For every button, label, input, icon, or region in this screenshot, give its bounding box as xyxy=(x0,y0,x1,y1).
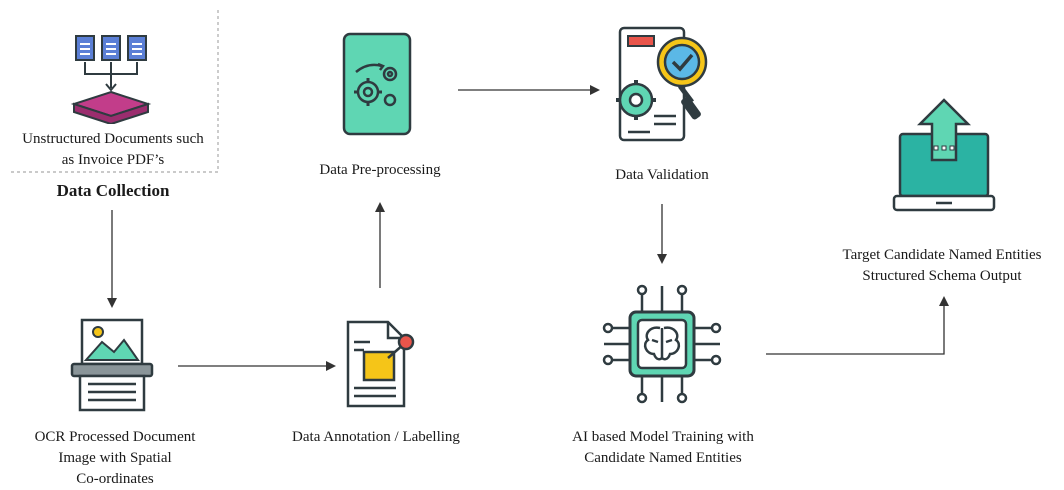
gear-document-icon xyxy=(342,32,412,136)
collection-caption-line-2: as Invoice PDF’s xyxy=(61,152,165,168)
magnifier-check-icon xyxy=(616,26,708,142)
training-caption-line-1: AI based Model Training with xyxy=(572,429,754,445)
arrow-training-to-output xyxy=(766,296,949,355)
scanner-image-icon xyxy=(70,318,154,412)
ocr-caption-line-3: Co-ordinates xyxy=(76,471,154,487)
preprocessing-caption: Data Pre-processing xyxy=(290,160,470,181)
ocr-caption-line-1: OCR Processed Document xyxy=(34,429,196,445)
collection-title: Data Collection xyxy=(56,181,170,200)
ocr-caption-line-2: Image with Spatial xyxy=(58,450,172,466)
collection-caption: Unstructured Documents such as Invoice P… xyxy=(10,129,216,171)
training-caption: AI based Model Training with Candidate N… xyxy=(548,427,778,469)
collection-caption-line-1: Unstructured Documents such xyxy=(22,131,204,147)
annotation-caption: Data Annotation / Labelling xyxy=(258,427,494,448)
ocr-caption: OCR Processed Document Image with Spatia… xyxy=(10,427,220,490)
annotation-caption-line-1: Data Annotation / Labelling xyxy=(292,429,460,445)
output-caption: Target Candidate Named Entities Structur… xyxy=(820,245,1064,287)
output-caption-line-1: Target Candidate Named Entities xyxy=(842,247,1042,263)
preprocessing-caption-line-1: Data Pre-processing xyxy=(319,162,441,178)
training-caption-line-2: Candidate Named Entities xyxy=(584,450,742,466)
annotated-document-icon xyxy=(346,320,415,408)
ai-chip-brain-icon xyxy=(602,284,722,404)
collection-dashed-border xyxy=(10,10,219,173)
output-caption-line-2: Structured Schema Output xyxy=(862,268,1022,284)
documents-inbox-icon xyxy=(70,35,152,124)
laptop-upload-icon xyxy=(892,98,996,212)
validation-caption: Data Validation xyxy=(572,165,752,186)
validation-caption-line-1: Data Validation xyxy=(615,167,709,183)
